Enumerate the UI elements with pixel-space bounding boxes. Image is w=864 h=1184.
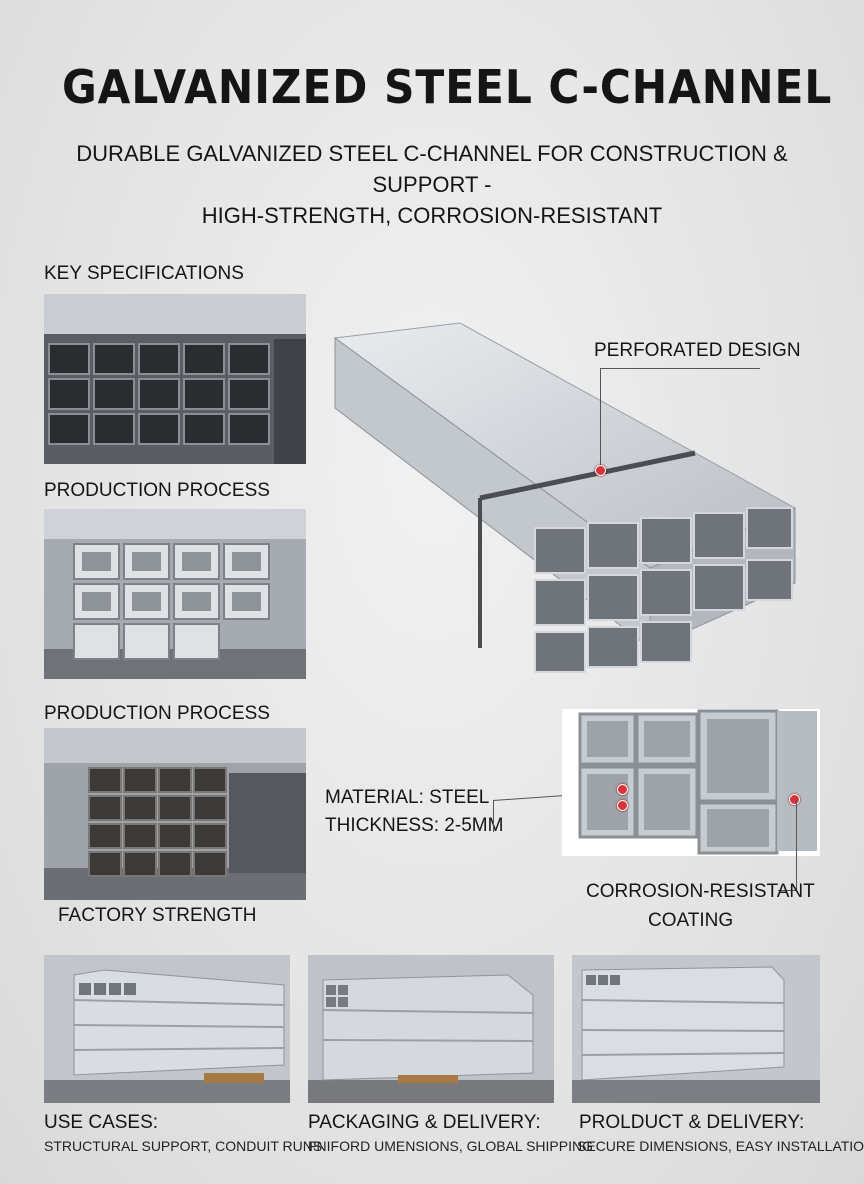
product-delivery-detail: SECURE DIMENSIONS, EASY INSTALLATION: [577, 1138, 864, 1154]
product-delivery-heading: PROLDUCT & DELIVERY:: [579, 1112, 805, 1133]
use-cases-detail: STRUCTURAL SUPPORT, CONDUIT RUNS: [44, 1138, 323, 1154]
material-callout: MATERIAL: STEEL: [325, 787, 490, 808]
use-cases-heading: USE CASES:: [44, 1112, 159, 1133]
galvanized-bundle-photo: [44, 509, 306, 679]
page-title: GALVANIZED STEEL C-CHANNEL: [62, 60, 833, 114]
product-delivery-photo: [572, 955, 820, 1103]
packaging-delivery-detail: FNIFORD UMENSIONS, GLOBAL SHIPPING: [308, 1138, 593, 1154]
perforated-marker-dot: [595, 465, 606, 476]
production-process-label-2: PRODUCTION PROCESS: [44, 703, 270, 724]
factory-strength-label: FACTORY STRENGTH: [58, 905, 257, 926]
main-channel-bundle-image: [330, 318, 800, 678]
use-cases-photo: [44, 955, 290, 1103]
production-process-label-1: PRODUCTION PROCESS: [44, 480, 270, 501]
coating-callout-line: [778, 890, 797, 891]
subtitle-line-1: DURABLE GALVANIZED STEEL C-CHANNEL FOR C…: [76, 141, 788, 197]
material-callout-bracket: [493, 800, 494, 832]
dark-steel-stack-photo: [44, 294, 306, 464]
packaging-delivery-photo: [308, 955, 554, 1103]
subtitle-line-2: HIGH-STRENGTH, CORROSION-RESISTANT: [201, 203, 663, 228]
tube-closeup-photo: [562, 709, 820, 856]
page-subtitle: DURABLE GALVANIZED STEEL C-CHANNEL FOR C…: [30, 138, 834, 231]
coating-callout-leader: [796, 800, 797, 890]
material-marker-dot-2: [617, 800, 628, 811]
thickness-callout: THICKNESS: 2-5MM: [325, 815, 504, 836]
corrosion-callout-line-1: CORROSION-RESISTANT: [586, 881, 815, 902]
perforated-callout-leader: [600, 368, 601, 468]
key-specifications-label: KEY SPECIFICATIONS: [44, 263, 244, 284]
coating-marker-dot: [789, 794, 800, 805]
perforated-callout-line: [600, 368, 760, 369]
factory-tube-stack-photo: [44, 728, 306, 900]
perforated-design-callout: PERFORATED DESIGN: [594, 340, 801, 361]
packaging-delivery-heading: PACKAGING & DELIVERY:: [308, 1112, 541, 1133]
material-marker-dot: [617, 784, 628, 795]
corrosion-callout-line-2: COATING: [648, 910, 734, 931]
